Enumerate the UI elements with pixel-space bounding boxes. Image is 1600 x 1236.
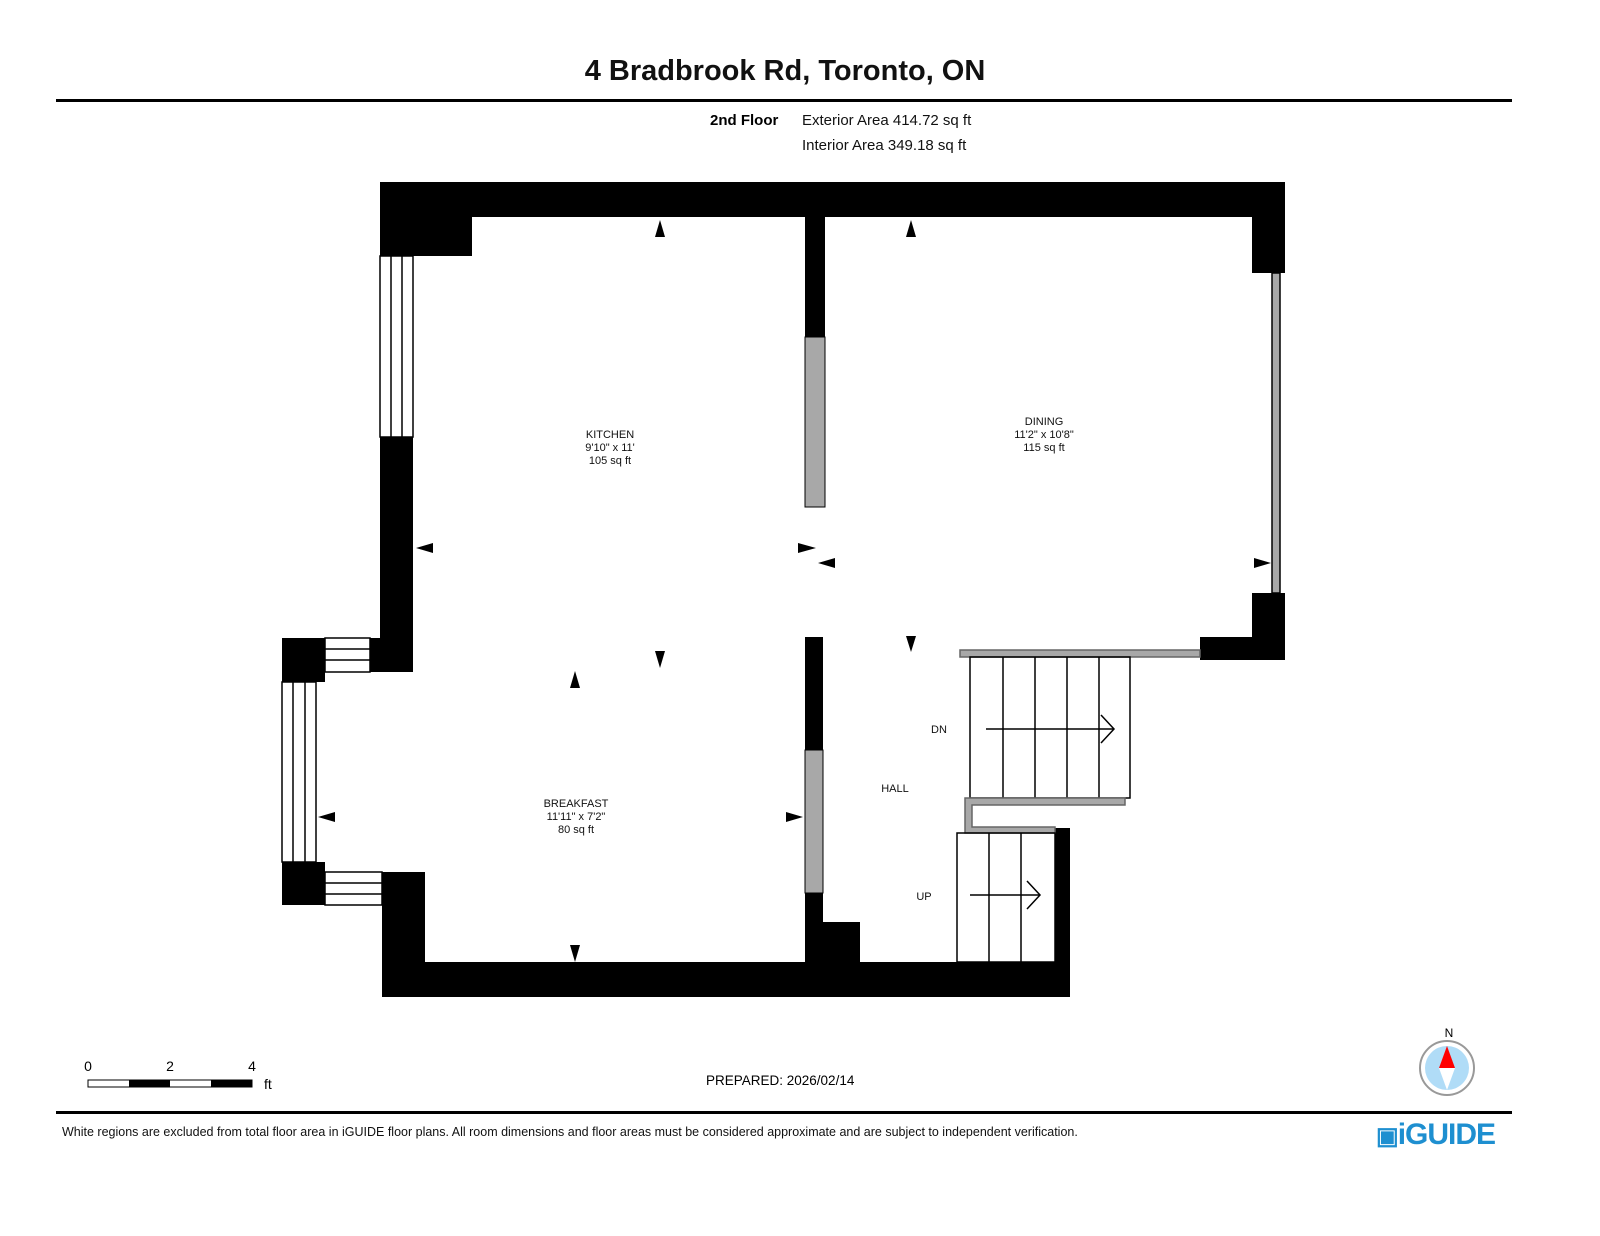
stairs-down-label: DN	[931, 724, 947, 736]
header-divider	[56, 99, 1512, 102]
interior-area: Interior Area 349.18 sq ft	[802, 137, 967, 154]
scale-bar: 0 2 4 ft	[84, 1058, 272, 1092]
room-name-dining: DINING	[1025, 416, 1064, 428]
compass-icon: N	[1419, 1026, 1475, 1096]
scale-tick-4: 4	[248, 1058, 256, 1074]
stairs-up-label: UP	[916, 891, 931, 903]
interior-partitions	[804, 217, 860, 962]
room-dims-dining: 11'2" x 10'8"	[1014, 429, 1074, 441]
room-name-kitchen: KITCHEN	[586, 429, 634, 441]
scale-tick-0: 0	[84, 1058, 92, 1074]
iguide-logo: ▣iGUIDE	[1376, 1118, 1496, 1152]
floor-name: 2nd Floor	[710, 112, 779, 129]
room-area-kitchen: 105 sq ft	[589, 455, 631, 467]
scale-tick-2: 2	[166, 1058, 174, 1074]
windows	[281, 255, 1281, 906]
exterior-area: Exterior Area 414.72 sq ft	[802, 112, 972, 129]
prepared-date: PREPARED: 2026/02/14	[706, 1073, 855, 1088]
iguide-logo-icon: ▣	[1376, 1123, 1399, 1150]
room-dims-kitchen: 9'10" x 11'	[585, 442, 635, 454]
compass-north-label: N	[1445, 1026, 1454, 1040]
disclaimer: White regions are excluded from total fl…	[62, 1125, 1078, 1139]
room-name-breakfast: BREAKFAST	[544, 798, 609, 810]
room-area-dining: 115 sq ft	[1023, 442, 1064, 454]
iguide-logo-text: iGUIDE	[1397, 1118, 1496, 1151]
view-arrows	[318, 220, 1271, 962]
room-name-hall: HALL	[881, 783, 909, 795]
exterior-walls	[282, 182, 1285, 997]
scale-unit: ft	[264, 1076, 272, 1092]
footer-divider	[56, 1111, 1512, 1114]
stairs	[956, 649, 1201, 963]
page-title: 4 Bradbrook Rd, Toronto, ON	[584, 55, 986, 87]
room-dims-breakfast: 11'11" x 7'2"	[547, 811, 606, 823]
room-area-breakfast: 80 sq ft	[558, 824, 594, 836]
